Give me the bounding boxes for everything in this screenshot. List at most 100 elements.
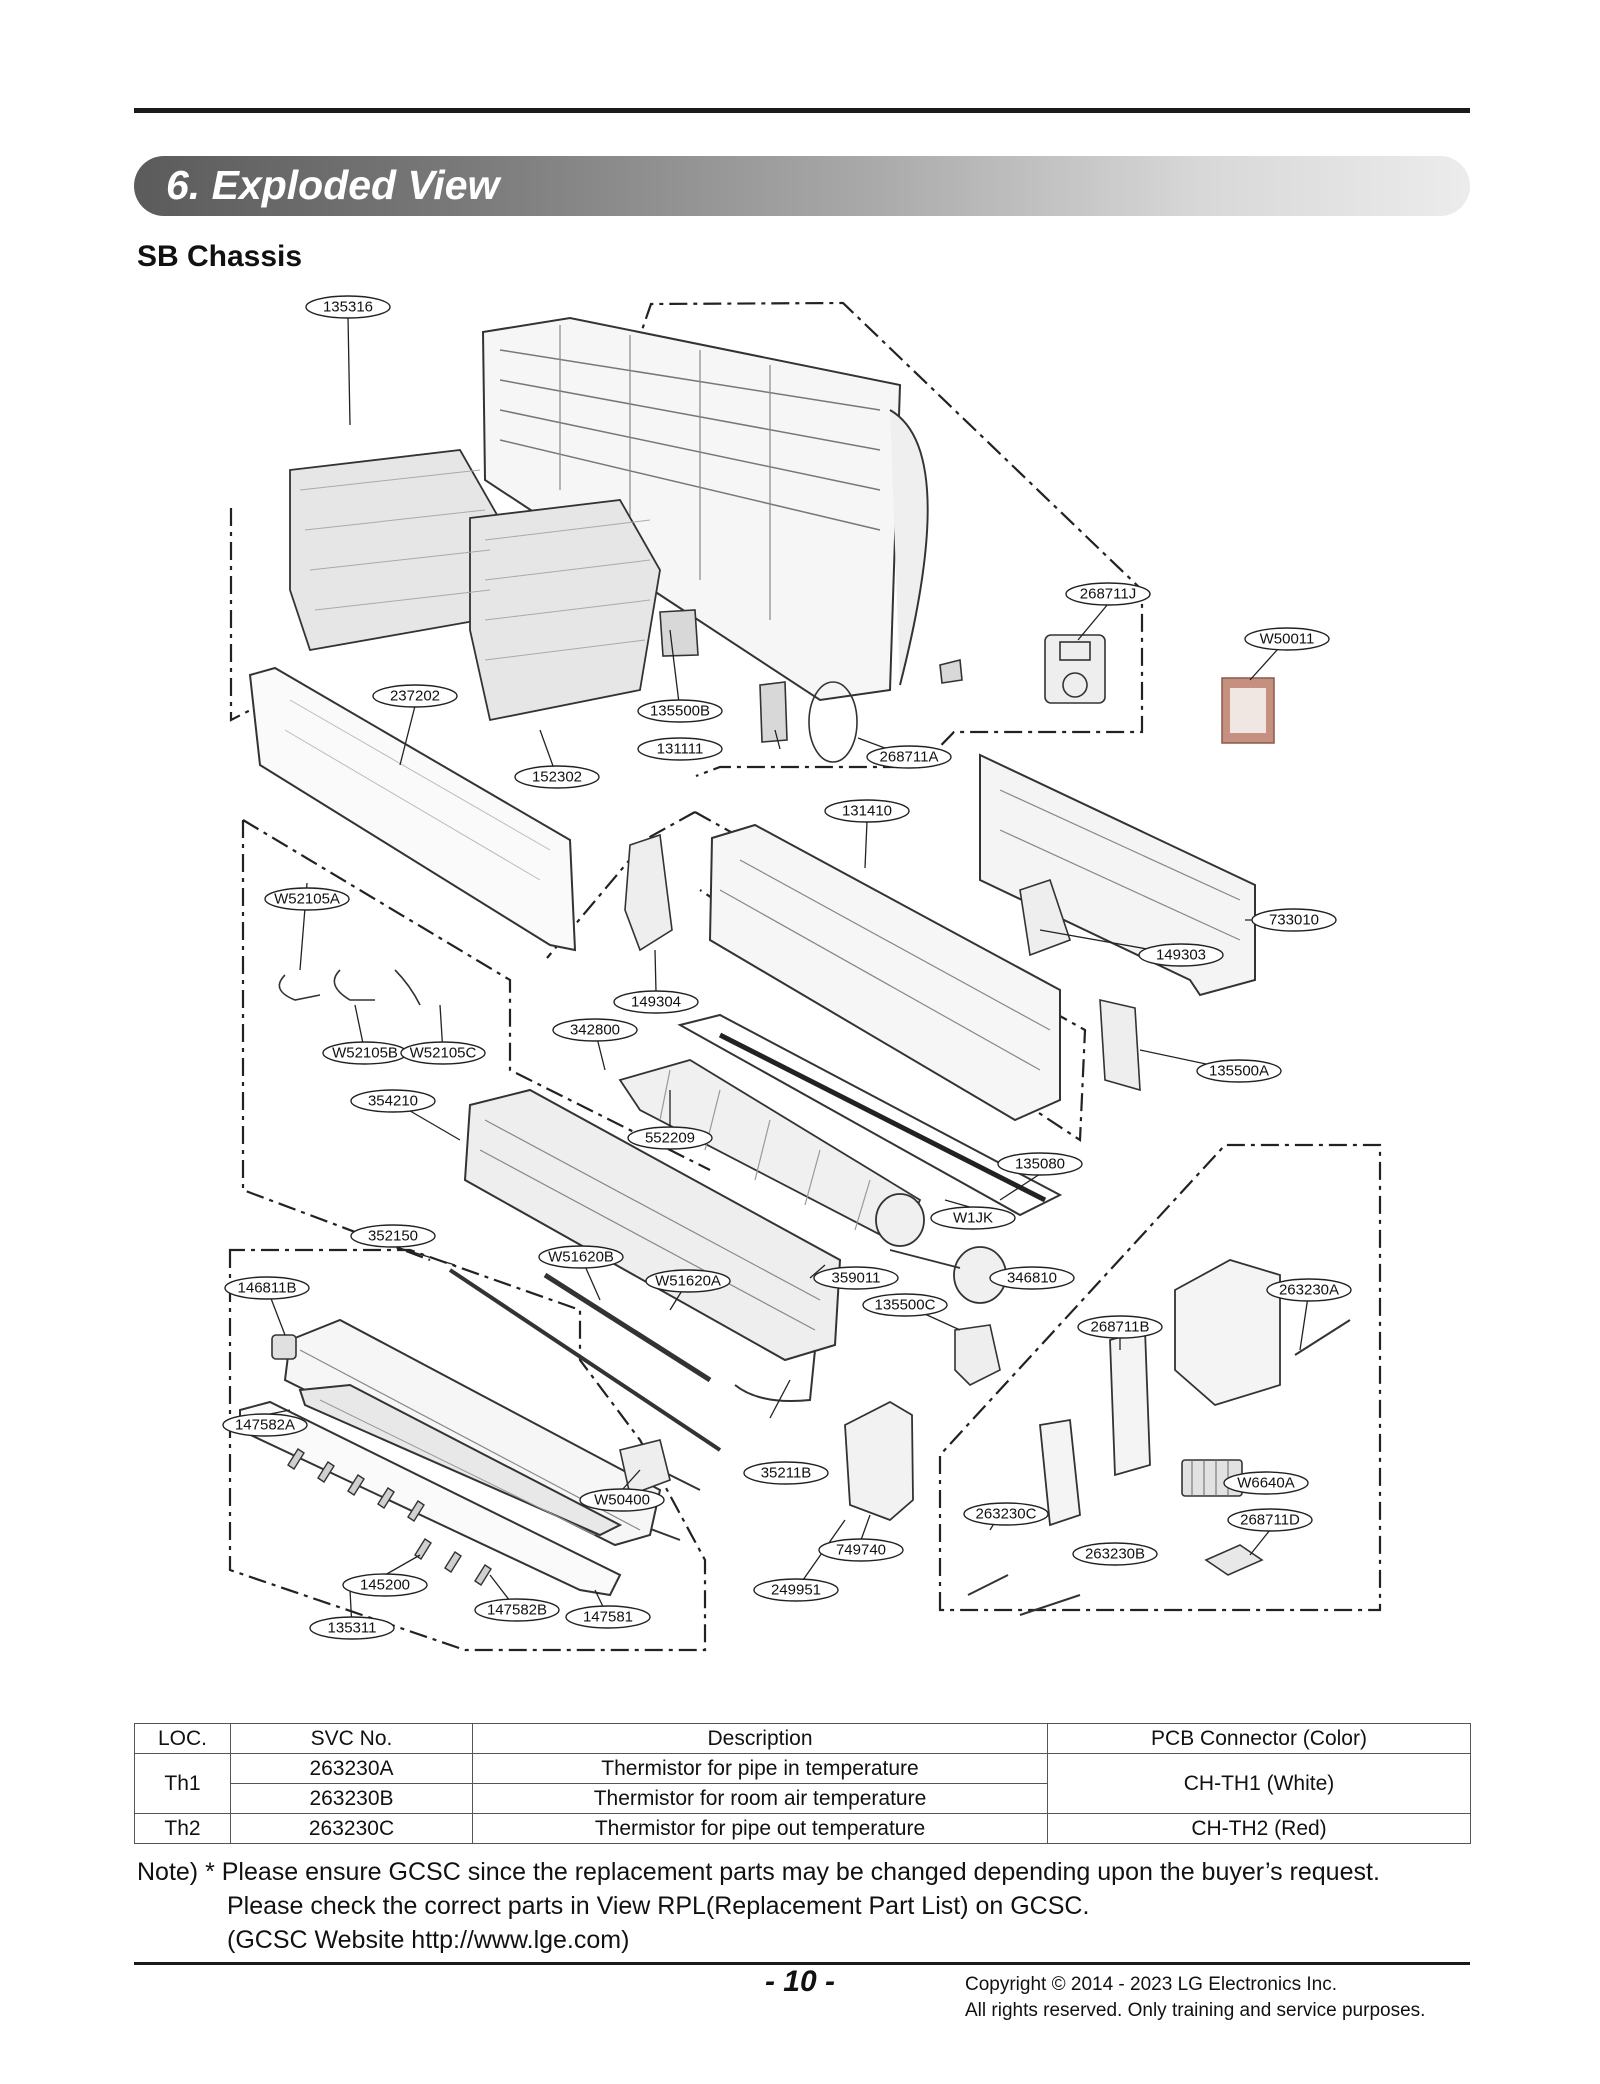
callout-342800: 342800 [570, 1022, 620, 1039]
thermistor-pipe [448, 1268, 722, 1452]
callout-552209: 552209 [645, 1130, 695, 1147]
callout-149304: 149304 [631, 994, 681, 1011]
callout-W51620B: W51620B [548, 1249, 614, 1266]
manual-W50011 [1221, 677, 1275, 744]
callout-bubble [514, 765, 600, 789]
motor-holder-135500C [954, 1324, 1001, 1386]
table-row: 263230B Thermistor for room air temperat… [135, 1783, 1471, 1814]
callout-352150: 352150 [368, 1228, 418, 1245]
thermistor-table: LOC. SVC No. Description PCB Connector (… [134, 1723, 1471, 1844]
callout-bubble [613, 990, 699, 1014]
callout-bubble [222, 1413, 308, 1437]
section-title: 6. Exploded View [166, 162, 500, 208]
callout-346810: 346810 [1007, 1270, 1057, 1287]
callout-bubble [1196, 1059, 1282, 1083]
callout-bubble [224, 1276, 310, 1300]
pcb-cover-268711J [1044, 634, 1106, 704]
callout-bubble [997, 1152, 1083, 1176]
callout-146811B: 146811B [238, 1280, 297, 1297]
callout-bubble [565, 1605, 651, 1629]
callout-bubble [866, 745, 952, 769]
callout-35211B: 35211B [761, 1465, 812, 1482]
drain-hose [543, 1272, 712, 1383]
callout-135316: 135316 [323, 299, 373, 316]
note-block: Note) * Please ensure GCSC since the rep… [137, 1855, 1380, 1957]
callout-263230C: 263230C [976, 1506, 1037, 1523]
callout-bubble [824, 799, 910, 823]
callout-bubble [753, 1578, 839, 1602]
callout-W6640A: W6640A [1237, 1475, 1295, 1492]
callout-bubble [1266, 1278, 1352, 1302]
cell-svc-no: 263230C [230, 1813, 473, 1844]
callout-W52105C: W52105C [410, 1045, 477, 1062]
callout-bubble [1138, 943, 1224, 967]
exploded-view-diagram: 135316 268711J W50011 237202 135500B 131… [222, 295, 1382, 1652]
callout-147582B: 147582B [487, 1602, 547, 1619]
cell-pcb-connector: CH-TH2 (Red) [1047, 1813, 1471, 1844]
chassis-subheading: SB Chassis [137, 240, 303, 273]
callout-W52105B: W52105B [332, 1045, 398, 1062]
callout-bubble [264, 887, 350, 911]
callout-W50400: W50400 [594, 1492, 650, 1509]
callout-135311: 135311 [328, 1620, 377, 1637]
callout-268711J: 268711J [1080, 586, 1136, 603]
side-cover-149303 [1019, 878, 1072, 957]
callout-bubble [309, 1616, 395, 1640]
bottom-rule [134, 1962, 1470, 1965]
installation-plate [979, 753, 1256, 997]
callout-268711A: 268711A [880, 749, 939, 766]
drain-pan [677, 1013, 1063, 1217]
callout-bubble [862, 1293, 948, 1317]
column-header-loc: LOC. [134, 1723, 231, 1754]
callout-bubble [637, 737, 723, 761]
cell-description: Thermistor for pipe out temperature [472, 1813, 1048, 1844]
copyright-line: Copyright © 2014 - 2023 LG Electronics I… [965, 1974, 1338, 1995]
copyright-line: All rights reserved. Only training and s… [965, 2000, 1426, 2021]
copyright-notice: Copyright © 2014 - 2023 LG Electronics I… [965, 1972, 1425, 2024]
callout-135500A: 135500A [1209, 1063, 1269, 1080]
front-panel [248, 666, 577, 952]
pcb-268711D [1204, 1544, 1264, 1576]
column-header-description: Description [472, 1723, 1048, 1754]
table-header-row: LOC. SVC No. Description PCB Connector (… [134, 1723, 1471, 1754]
callout-bubble [552, 1018, 638, 1042]
callout-bubble [627, 1126, 713, 1150]
callout-bubble [538, 1245, 624, 1269]
callout-bubble [1244, 627, 1330, 651]
note-line: Note) * Please ensure GCSC since the rep… [137, 1858, 1380, 1886]
callout-W52105A: W52105A [274, 891, 340, 908]
callout-263230B: 263230B [1085, 1546, 1145, 1563]
callout-bubble [1251, 908, 1337, 932]
callout-bubble [350, 1224, 436, 1248]
group-boundary-control [938, 1143, 1382, 1612]
callout-bubble [1065, 582, 1151, 606]
callout-bubble [1072, 1542, 1158, 1566]
louver [298, 1383, 623, 1537]
callout-bubble [342, 1573, 428, 1597]
cell-loc: Th1 [134, 1753, 231, 1814]
callout-354210: 354210 [368, 1093, 418, 1110]
thermistor-wires [967, 1319, 1351, 1616]
callout-W1JK: W1JK [953, 1210, 993, 1227]
bracket-749740 [844, 1400, 914, 1522]
callout-bubble [372, 684, 458, 708]
callout-135500C: 135500C [875, 1297, 936, 1314]
side-bracket-149304 [624, 833, 673, 952]
callout-bubble [743, 1461, 829, 1485]
callout-bubble [818, 1538, 904, 1562]
evaporator-housing [708, 823, 1061, 1122]
top-rule [134, 108, 1470, 113]
callout-bubble [989, 1266, 1075, 1290]
callout-bubble [579, 1488, 665, 1512]
callout-733010: 733010 [1269, 912, 1319, 929]
callout-149303: 149303 [1156, 947, 1206, 964]
step-motor-146811B [271, 1334, 297, 1360]
callout-bubble [1227, 1508, 1313, 1532]
cell-description: Thermistor for room air temperature [472, 1783, 1048, 1814]
callout-152302: 152302 [532, 769, 582, 786]
cell-loc: Th2 [134, 1813, 231, 1844]
cell-pcb-connector: CH-TH1 (White) [1047, 1753, 1471, 1814]
callout-bubble [1077, 1315, 1163, 1339]
cell-description: Thermistor for pipe in temperature [472, 1753, 1048, 1784]
note-line: Please check the correct parts in View R… [227, 1892, 1090, 1920]
